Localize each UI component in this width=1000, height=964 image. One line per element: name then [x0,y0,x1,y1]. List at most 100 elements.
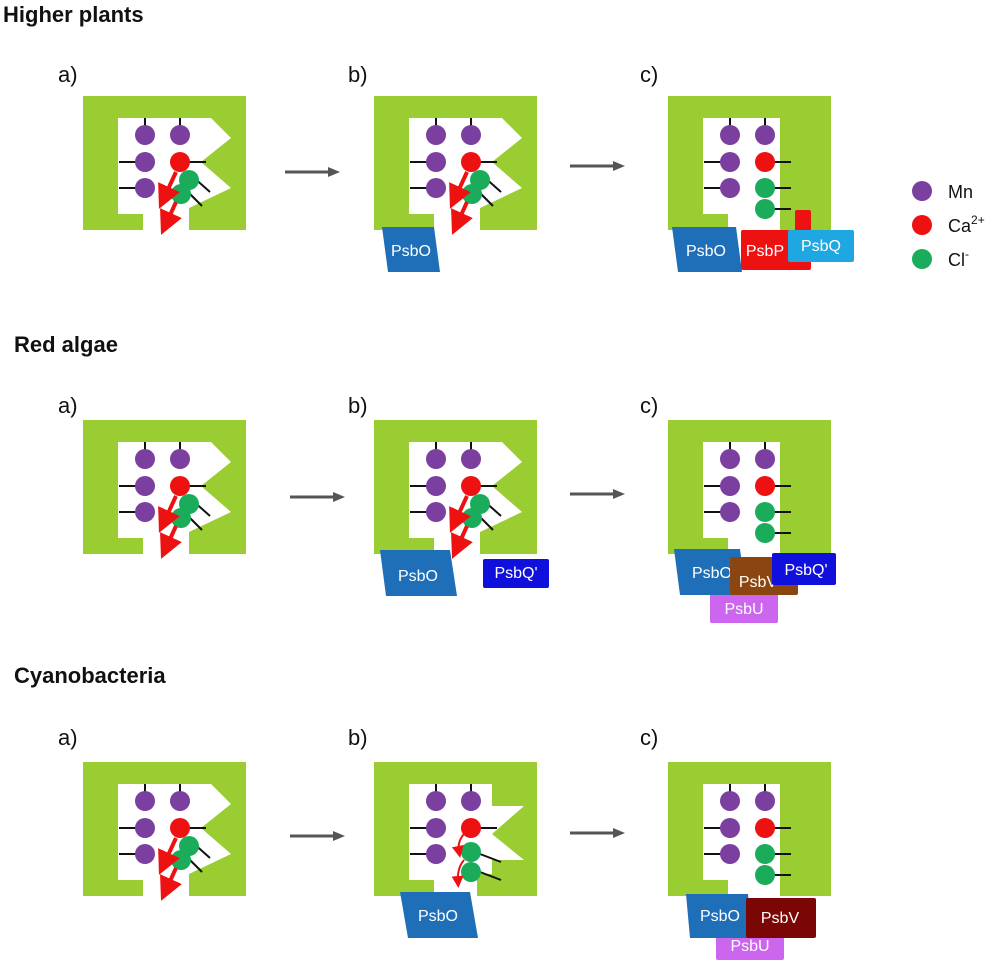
mn-ion [720,178,740,198]
oec-module-hp-a [83,96,246,235]
psbo-cy-b-label: PsbO [418,908,458,925]
ligand-line [479,853,502,863]
process-arrowhead-hp-2 [613,161,625,171]
psbo-cy-c: PsbO [686,894,752,938]
psbu-ra-c: PsbU [710,592,778,623]
psbo-ra-b-shape [380,550,457,596]
mn-ion [426,449,446,469]
psbo-cy-c-shape [686,894,752,938]
mn-ion [720,152,740,172]
oec-module-cy-a [83,762,246,901]
legend-ca-text: Ca [948,216,972,236]
ca-ion [170,476,190,496]
psbo-cy-c-label: PsbO [700,908,740,925]
mn-ion [426,476,446,496]
ca-ion [755,476,775,496]
release-arrow [449,495,471,533]
release-arrow [449,171,471,209]
process-arrowhead-ra-1 [333,492,345,502]
psbp-hp-c-label: PsbP [746,243,784,260]
psbo-hp-c-shape [672,227,742,272]
mn-ion [461,125,481,145]
psbv-cy-c-label: PsbV [761,910,800,927]
panel-label-hp-b: b) [348,62,368,87]
mn-ion [135,152,155,172]
ca-ion [461,152,481,172]
section-title-cyanobacteria: Cyanobacteria [14,663,166,688]
mn-ion [426,152,446,172]
panel-label-cy-c: c) [640,725,658,750]
mn-ion [720,791,740,811]
legend-cl-sup: - [965,247,969,261]
psbo-hp-b: PsbO [382,227,440,272]
psbq-prime-ra-b-label: PsbQ' [494,565,537,582]
cl-ion [462,184,482,204]
release-arrow [158,495,180,533]
cl-ion [755,502,775,522]
legend-mn-label: Mn [948,182,973,202]
cl-ion [755,178,775,198]
ca-ion [755,152,775,172]
release-arrow [451,833,465,858]
ca-ion [461,818,481,838]
psbo-hp-b-label: PsbO [391,243,431,260]
mn-ion [720,476,740,496]
psbo-ra-c: PsbO [674,549,746,595]
mn-ion [720,449,740,469]
binding-cavity [409,784,524,896]
psbq-hp-c: PsbQ [788,230,854,262]
mn-ion [720,818,740,838]
cl-ion [461,842,481,862]
panel-label-cy-a: a) [58,725,78,750]
release-arrow [160,201,182,235]
psbv-cy-c-shape [746,898,816,938]
cl-ion [755,865,775,885]
psbo-hp-b-shape [382,227,440,272]
mn-ion [755,125,775,145]
mn-ion [426,818,446,838]
oec-module-ra-c [668,420,831,554]
psbv-cy-c: PsbV [746,898,816,938]
panel-label-ra-c: c) [640,393,658,418]
mn-ion [755,791,775,811]
cl-ion [755,523,775,543]
mn-ion [135,125,155,145]
mn-ion [720,125,740,145]
legend-ca-sup: 2+ [971,213,985,227]
psbu-cy-c-label: PsbU [730,938,769,955]
legend: Mn Ca2+ Cl- [912,181,985,270]
ligand-line [479,871,502,881]
mn-ion [755,449,775,469]
cl-ion [462,508,482,528]
mn-ion [135,502,155,522]
mn-ion [170,449,190,469]
mn-ion [720,502,740,522]
psbo-hp-c-label: PsbO [686,243,726,260]
legend-cl-swatch [912,249,932,269]
mn-ion [135,178,155,198]
ca-ion [755,818,775,838]
oec-module-cy-c [668,762,831,896]
panel-label-ra-a: a) [58,393,78,418]
legend-cl-label: Cl- [948,247,969,270]
mn-ion [170,125,190,145]
mn-ion [135,476,155,496]
mn-ion [426,844,446,864]
process-arrowhead-cy-1 [333,831,345,841]
cl-ion [755,844,775,864]
psbo-hp-c: PsbO [672,227,742,272]
mn-ion [170,791,190,811]
psbq-hp-c-shape [788,230,854,262]
oec-module-cy-b [374,762,537,896]
release-arrow [160,867,182,901]
mn-ion [135,449,155,469]
psbq-prime-ra-b: PsbQ' [483,559,549,588]
mn-ion [426,178,446,198]
oec-module-ra-a [83,420,246,559]
psbq-prime-ra-c-shape [772,553,836,585]
release-arrow [158,171,180,209]
release-arrow [451,525,473,559]
mn-ion [426,502,446,522]
legend-mn-swatch [912,181,932,201]
